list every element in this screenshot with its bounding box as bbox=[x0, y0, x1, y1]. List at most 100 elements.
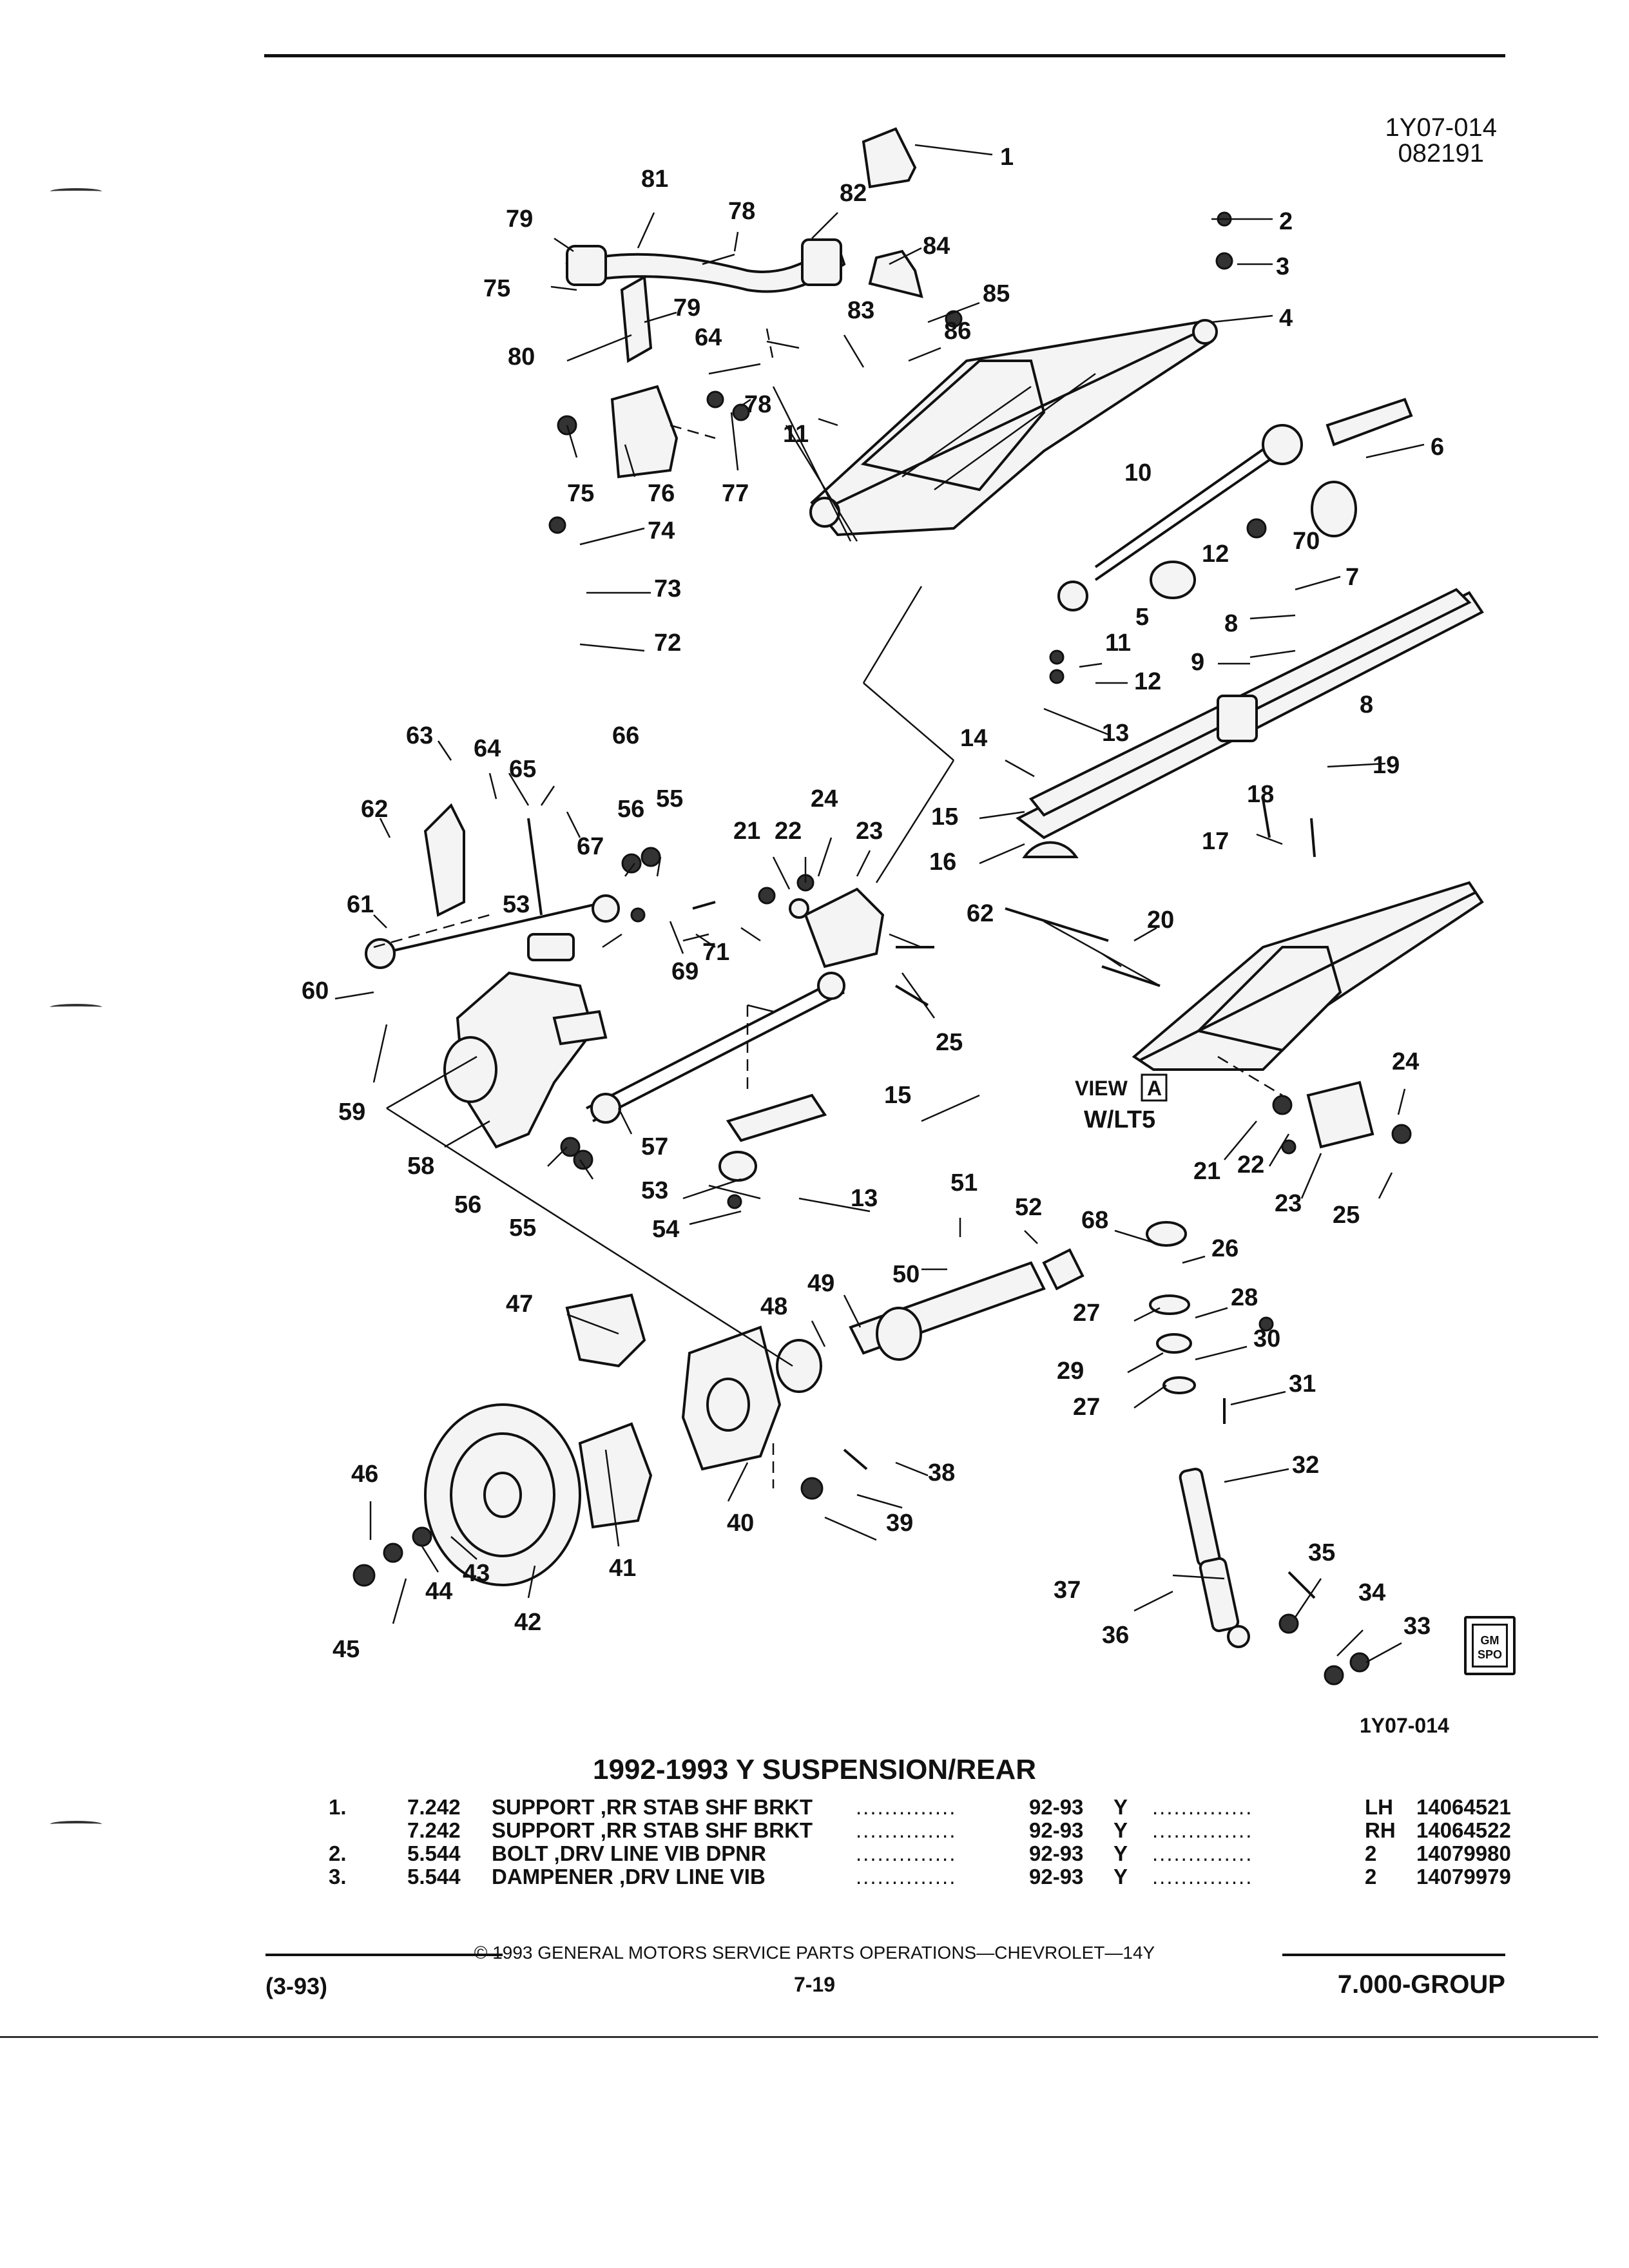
callout-31: 31 bbox=[1289, 1370, 1316, 1398]
leader-dots: .............. bbox=[856, 1818, 957, 1842]
part-number: 14064522 bbox=[1416, 1818, 1511, 1842]
callout-6: 6 bbox=[1431, 434, 1444, 461]
view-variant: W/LT5 bbox=[1084, 1106, 1155, 1133]
callout-49: 49 bbox=[807, 1270, 834, 1297]
callout-4: 4 bbox=[1279, 305, 1293, 332]
callout-10: 10 bbox=[1124, 459, 1152, 486]
callout-71: 71 bbox=[702, 939, 729, 966]
header-codes: 1Y07-014 082191 bbox=[1385, 115, 1497, 166]
callout-9: 9 bbox=[1191, 649, 1204, 676]
callout-68: 68 bbox=[1081, 1207, 1108, 1234]
callout-23b: 23 bbox=[1275, 1190, 1302, 1217]
callout-41: 41 bbox=[609, 1555, 636, 1582]
callout-28: 28 bbox=[1231, 1284, 1258, 1311]
callout-57: 57 bbox=[641, 1133, 668, 1160]
callout-56a: 56 bbox=[617, 796, 644, 823]
part-description: BOLT ,DRV LINE VIB DPNR bbox=[492, 1841, 766, 1865]
footer-copyright: © 1993 GENERAL MOTORS SERVICE PARTS OPER… bbox=[474, 1943, 1155, 1963]
relation-lines bbox=[373, 328, 1283, 1488]
callout-19: 19 bbox=[1373, 752, 1400, 779]
callout-82: 82 bbox=[840, 180, 867, 207]
callout-5: 5 bbox=[1135, 604, 1149, 631]
callout-48: 48 bbox=[760, 1293, 787, 1320]
callout-26: 26 bbox=[1211, 1235, 1239, 1262]
rotor-hub-assembly bbox=[424, 1293, 782, 1586]
part-group: 7.242 bbox=[407, 1795, 461, 1819]
part-model: Y bbox=[1113, 1795, 1128, 1819]
callout-53b: 53 bbox=[641, 1177, 668, 1204]
callout-30: 30 bbox=[1253, 1325, 1280, 1352]
callout-42: 42 bbox=[514, 1609, 541, 1636]
rear-crossmember-upper bbox=[809, 319, 1218, 537]
callout-leaders bbox=[334, 144, 1425, 1664]
part-model: Y bbox=[1113, 1865, 1128, 1888]
shock-absorber bbox=[1146, 1221, 1250, 1648]
part-index: 3. bbox=[329, 1865, 347, 1888]
callout-63: 63 bbox=[406, 722, 433, 749]
leader-dots: .............. bbox=[1152, 1841, 1253, 1865]
knuckle-and-links bbox=[365, 803, 845, 1149]
part-years: 92-93 bbox=[1029, 1795, 1084, 1819]
part-index: 1. bbox=[329, 1795, 347, 1819]
callout-2: 2 bbox=[1279, 208, 1293, 235]
callout-18: 18 bbox=[1247, 781, 1274, 808]
callout-69: 69 bbox=[671, 958, 699, 985]
callout-21a: 21 bbox=[733, 818, 760, 845]
diagram-figure-code: 1Y07-014 bbox=[1360, 1714, 1449, 1737]
transverse-leaf-spring bbox=[1016, 588, 1484, 858]
view-box-letter: A bbox=[1147, 1077, 1162, 1100]
callout-62b: 62 bbox=[967, 900, 994, 927]
part-number: 14079980 bbox=[1416, 1841, 1511, 1865]
margin-mark-3 bbox=[50, 1821, 102, 1827]
callout-37: 37 bbox=[1054, 1577, 1081, 1604]
callout-66: 66 bbox=[612, 722, 639, 749]
part-qty: 2 bbox=[1365, 1865, 1377, 1888]
callout-16: 16 bbox=[929, 849, 956, 876]
callout-51: 51 bbox=[950, 1169, 978, 1196]
callout-25b: 25 bbox=[1333, 1202, 1360, 1229]
callout-75b: 75 bbox=[567, 480, 594, 507]
callout-55b: 55 bbox=[509, 1215, 536, 1242]
callout-12b: 12 bbox=[1134, 668, 1161, 695]
callout-84: 84 bbox=[923, 233, 950, 260]
footer-revision: (3-93) bbox=[265, 1973, 328, 1999]
callout-70: 70 bbox=[1293, 528, 1320, 555]
callout-50: 50 bbox=[892, 1261, 920, 1288]
callout-58: 58 bbox=[407, 1153, 434, 1180]
part-years: 92-93 bbox=[1029, 1865, 1084, 1888]
callout-76: 76 bbox=[648, 480, 675, 507]
callout-60: 60 bbox=[302, 977, 329, 1004]
callout-11a: 11 bbox=[783, 421, 809, 448]
callout-34: 34 bbox=[1358, 1579, 1385, 1606]
spring-pad-lower bbox=[718, 1093, 827, 1182]
callout-45: 45 bbox=[333, 1636, 360, 1663]
callout-11b: 11 bbox=[1105, 629, 1131, 657]
callout-79a: 79 bbox=[506, 206, 533, 233]
callout-24a: 24 bbox=[811, 785, 838, 812]
callout-80: 80 bbox=[508, 343, 535, 370]
view-label: VIEW bbox=[1075, 1077, 1128, 1100]
callout-27a: 27 bbox=[1073, 1300, 1100, 1327]
callout-61: 61 bbox=[347, 891, 374, 918]
callout-79b: 79 bbox=[673, 294, 700, 322]
part-qty: LH bbox=[1365, 1795, 1393, 1819]
view-a-label: VIEW A W/LT5 bbox=[1075, 1073, 1168, 1133]
callout-44: 44 bbox=[425, 1578, 452, 1605]
leader-dots: .............. bbox=[1152, 1865, 1253, 1888]
part-qty: 2 bbox=[1365, 1841, 1377, 1865]
callout-46: 46 bbox=[351, 1461, 378, 1488]
callout-32: 32 bbox=[1292, 1452, 1319, 1479]
callout-77: 77 bbox=[722, 480, 749, 507]
footer-page-number: 7-19 bbox=[793, 1973, 836, 1996]
callout-52: 52 bbox=[1015, 1194, 1042, 1221]
margin-mark-1 bbox=[50, 188, 102, 195]
callout-81: 81 bbox=[641, 166, 668, 193]
callout-12a: 12 bbox=[1202, 541, 1229, 568]
callout-39: 39 bbox=[886, 1510, 913, 1537]
callout-78a: 78 bbox=[728, 198, 755, 225]
callout-13b: 13 bbox=[851, 1185, 878, 1212]
part-group: 5.544 bbox=[407, 1865, 461, 1888]
callout-43: 43 bbox=[463, 1560, 490, 1587]
margin-mark-2 bbox=[50, 1004, 102, 1010]
part-model: Y bbox=[1113, 1818, 1128, 1842]
